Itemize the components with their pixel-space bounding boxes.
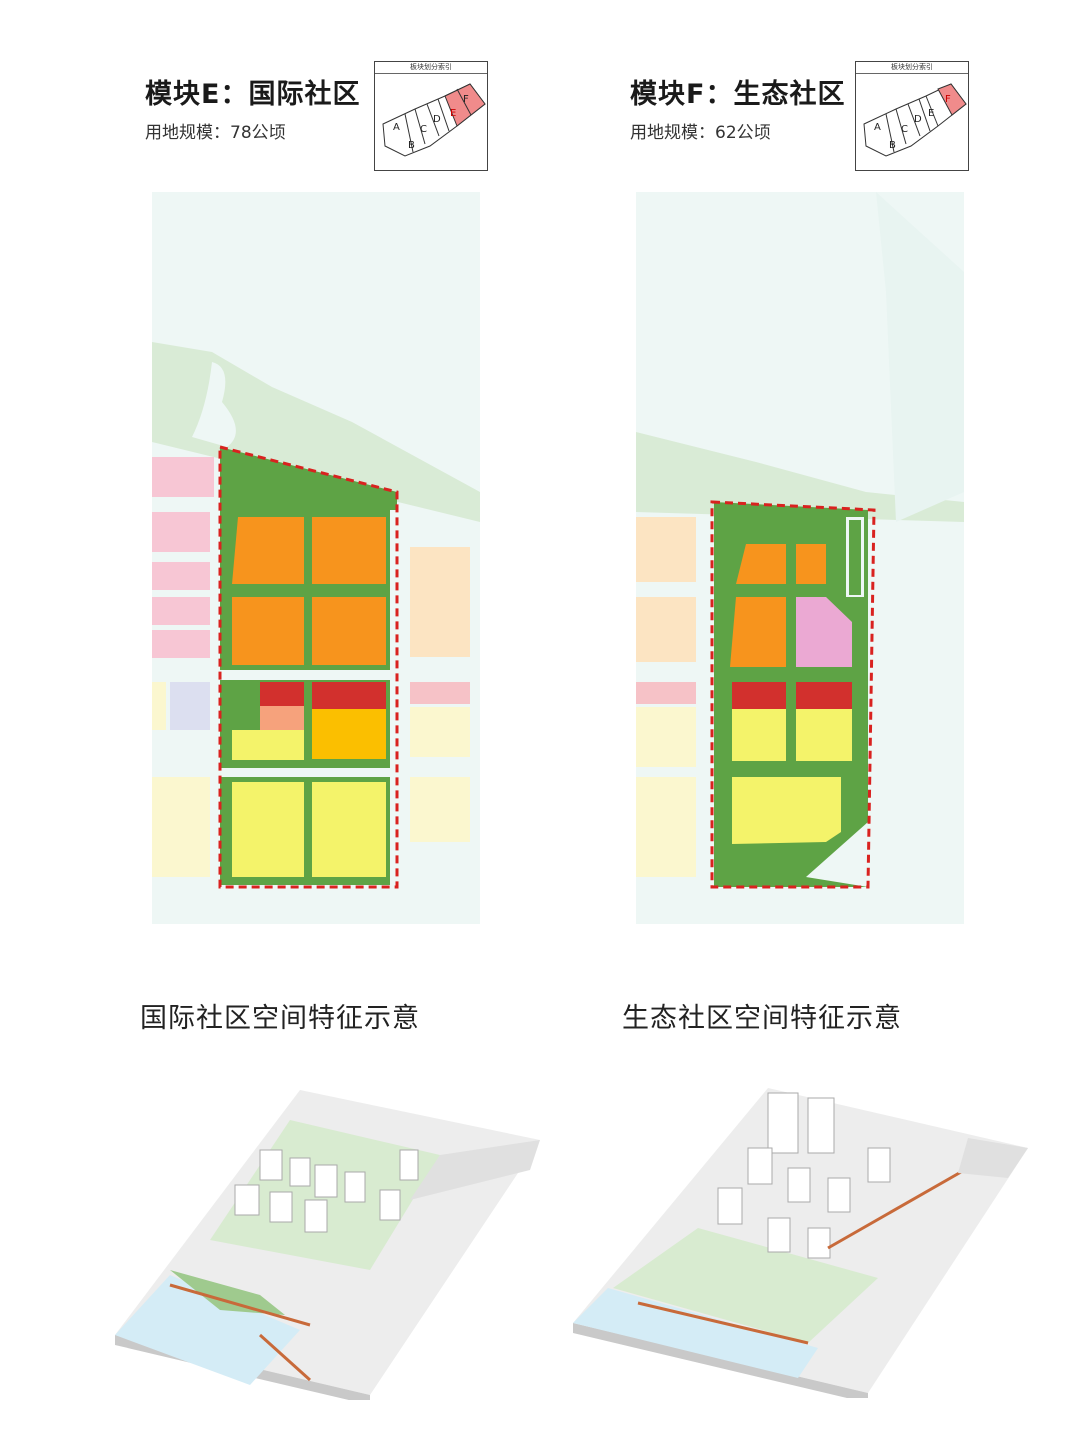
module-e-index-map: 板块划分索引 A B C D E F: [374, 61, 488, 171]
module-e-scale: 用地规模：78公顷: [145, 123, 286, 143]
index-letter-d: D: [433, 114, 441, 125]
index-letter-a: A: [874, 122, 881, 133]
index-letter-b: B: [889, 140, 896, 151]
module-e-title: 模块E：国际社区: [145, 79, 361, 110]
module-f-landuse-map: [636, 192, 964, 924]
module-f-scale: 用地规模：62公顷: [630, 123, 771, 143]
index-letter-e: E: [928, 108, 934, 119]
index-map-diagram: A B C D E F: [382, 83, 486, 157]
international-community-axonometric: [115, 1090, 540, 1400]
index-letter-d: D: [914, 114, 922, 125]
index-letter-c: C: [420, 124, 427, 135]
index-map-title: 板块划分索引: [856, 62, 968, 74]
index-letter-c: C: [901, 124, 908, 135]
index-letter-f: F: [945, 94, 951, 105]
index-map-diagram: A B C D E F: [863, 83, 967, 157]
index-letter-f: F: [463, 94, 469, 105]
index-letter-a: A: [393, 122, 400, 133]
ecological-community-axonometric: [573, 1088, 1028, 1398]
index-map-title: 板块划分索引: [375, 62, 487, 74]
index-letter-e: E: [450, 108, 456, 119]
index-letter-b: B: [408, 140, 415, 151]
module-f-index-map: 板块划分索引 A B C D E F: [855, 61, 969, 171]
module-e-section-title: 国际社区空间特征示意: [140, 1003, 420, 1034]
module-e-landuse-map: [152, 192, 480, 924]
module-f-title: 模块F：生态社区: [630, 79, 846, 110]
module-f-section-title: 生态社区空间特征示意: [622, 1003, 902, 1034]
